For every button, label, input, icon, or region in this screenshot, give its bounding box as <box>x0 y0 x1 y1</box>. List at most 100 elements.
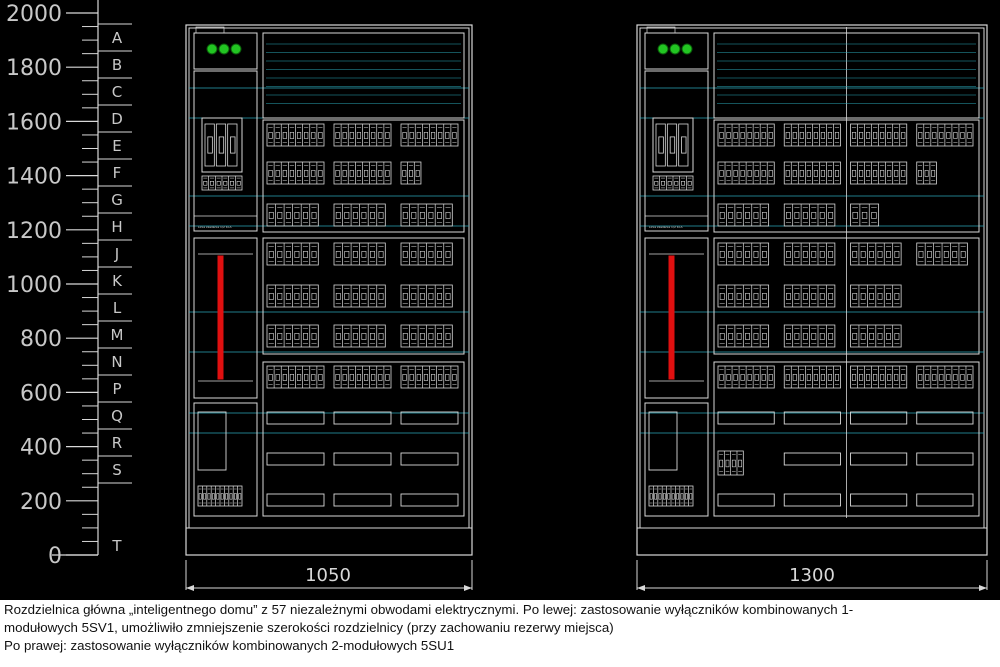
module-lever <box>342 170 347 177</box>
module-lever <box>827 132 833 139</box>
module-lever <box>680 493 684 500</box>
scale-number: 1000 <box>6 273 62 298</box>
module-lever <box>852 333 858 340</box>
breaker-group <box>400 203 453 227</box>
module-lever <box>967 132 972 139</box>
module-lever <box>378 212 384 219</box>
module-lever <box>344 212 350 219</box>
module-lever <box>419 293 425 300</box>
breaker-group <box>783 284 836 308</box>
module-lever <box>207 493 211 500</box>
main-switch-pole <box>666 123 678 167</box>
breaker-group <box>400 365 459 389</box>
height-scale: 2000180016001400120010008006004002000ABC… <box>6 0 132 569</box>
module-lever <box>794 293 800 300</box>
row-letter-b: B <box>112 56 122 74</box>
meter-compartment <box>644 402 709 517</box>
phase-indicator-led <box>230 43 242 55</box>
module-lever <box>745 333 750 340</box>
module-lever <box>869 293 875 300</box>
module-lever <box>268 212 274 219</box>
dimension-arrow <box>464 585 472 591</box>
module-lever <box>894 333 900 340</box>
breaker-group <box>333 123 392 147</box>
module-lever <box>268 333 274 340</box>
module-lever <box>335 293 341 300</box>
module-lever <box>363 374 369 381</box>
module-lever <box>719 132 724 139</box>
spare-slot <box>850 452 908 466</box>
module-lever <box>385 374 390 381</box>
breaker-group <box>333 324 386 348</box>
module-lever <box>411 212 417 219</box>
module-lever <box>378 374 383 381</box>
spare-slot <box>916 452 974 466</box>
scale-number: 800 <box>20 327 62 352</box>
module-lever <box>886 333 891 340</box>
module-lever <box>960 374 965 381</box>
scale-number: 200 <box>20 490 62 515</box>
module-lever <box>768 132 773 139</box>
module-lever <box>419 251 425 258</box>
energy-meter <box>197 411 227 471</box>
module-lever <box>753 293 759 300</box>
row-letter-l: L <box>113 299 122 317</box>
phase-indicator-led <box>681 43 693 55</box>
phase-indicator-led <box>657 43 669 55</box>
module-lever <box>437 333 442 340</box>
module-lever <box>216 493 220 500</box>
breaker-group <box>850 365 908 389</box>
spare-slot <box>783 452 841 466</box>
breaker-group <box>916 123 974 147</box>
enclosure-outer <box>185 24 473 556</box>
module-lever <box>740 132 745 139</box>
module-lever <box>953 132 958 139</box>
module-lever <box>932 132 937 139</box>
breaker-group <box>850 284 902 308</box>
module-lever <box>736 212 742 219</box>
breaker-section <box>262 119 465 233</box>
main-switch-handle <box>681 136 687 154</box>
module-lever <box>792 374 797 381</box>
module-lever <box>861 212 868 219</box>
module-lever <box>719 293 725 300</box>
module-lever <box>946 132 951 139</box>
comms-compartment <box>262 32 465 119</box>
meter-compartment <box>193 402 258 517</box>
module-lever <box>733 374 738 381</box>
breaker-group <box>400 324 453 348</box>
module-lever <box>275 170 280 177</box>
module-lever <box>378 170 383 177</box>
scale-number: 600 <box>20 381 62 406</box>
module-lever <box>792 132 797 139</box>
spare-slot <box>783 411 841 425</box>
module-lever <box>761 251 767 258</box>
drawing-canvas: 2000180016001400120010008006004002000ABC… <box>6 0 988 591</box>
module-lever <box>728 251 734 258</box>
module-lever <box>370 212 375 219</box>
breaker-group <box>333 242 386 266</box>
breaker-group <box>333 365 392 389</box>
module-lever <box>887 374 892 381</box>
module-lever <box>887 170 892 177</box>
module-lever <box>726 374 731 381</box>
phase-indicator-led <box>218 43 230 55</box>
spare-slot <box>400 493 459 507</box>
breaker-group <box>266 324 319 348</box>
phase-indicator-led <box>206 43 218 55</box>
module-lever <box>311 374 316 381</box>
module-lever <box>887 132 892 139</box>
module-lever <box>423 374 429 381</box>
module-lever <box>371 374 376 381</box>
module-lever <box>813 170 818 177</box>
module-lever <box>747 132 752 139</box>
module-lever <box>851 170 857 177</box>
module-lever <box>363 170 369 177</box>
dimension-arrow <box>637 585 645 591</box>
module-lever <box>753 333 759 340</box>
module-lever <box>349 374 354 381</box>
main-switch-frame <box>652 117 694 173</box>
module-lever <box>268 251 274 258</box>
row-letter-n: N <box>111 353 122 371</box>
